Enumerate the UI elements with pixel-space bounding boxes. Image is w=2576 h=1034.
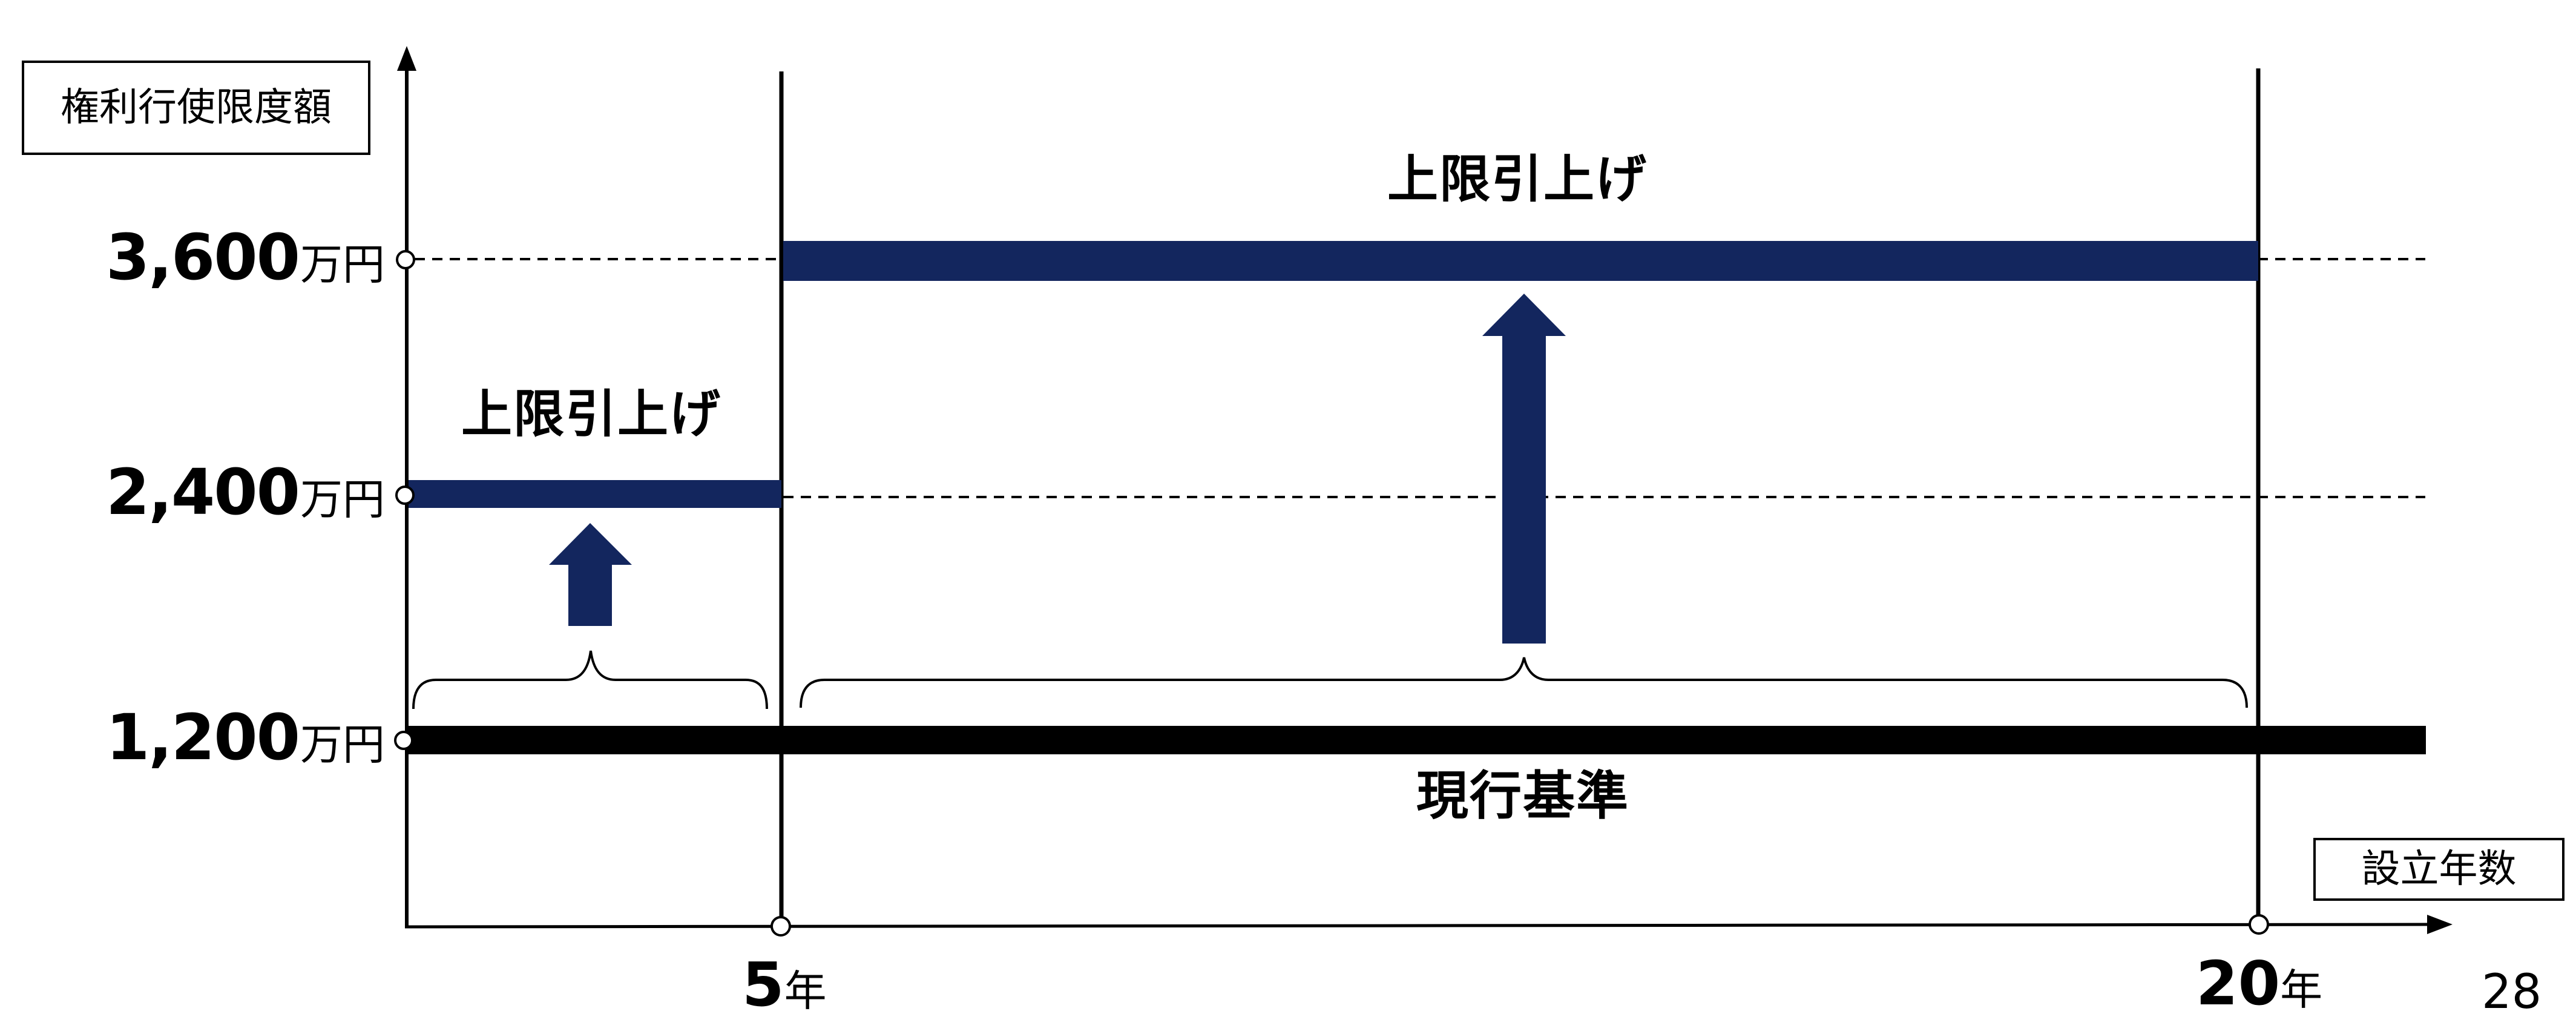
page-number: 28 [2482, 965, 2542, 1019]
raise-label-right: 上限引上げ [1387, 150, 1648, 209]
brace-right-icon [800, 657, 2248, 708]
y-axis-title: 権利行使限度額 [61, 85, 332, 130]
up-arrow-small-icon [549, 523, 632, 626]
current-standard-bar [407, 726, 2426, 754]
brace-left-icon [412, 650, 768, 710]
current-standard-label: 現行基準 [1416, 766, 1629, 826]
tick-circle-1200 [394, 731, 413, 750]
up-arrow-large-icon [1482, 294, 1566, 644]
reference-dashed-lines [415, 258, 2425, 498]
raised-limit-bar-2400 [407, 480, 781, 508]
y-axis-title-box: 権利行使限度額 [22, 61, 370, 155]
y-axis-arrowhead-icon [397, 46, 416, 71]
x-axis-title-box: 設立年数 [2313, 838, 2564, 901]
tick-circle-2400 [395, 486, 415, 505]
x-axis-arrowhead-icon [2427, 915, 2453, 934]
raise-label-left: 上限引上げ [461, 384, 722, 444]
tick-circle-3600 [396, 250, 415, 269]
x-axis-title: 設立年数 [2361, 847, 2517, 892]
x-axis [404, 923, 2428, 929]
tick-circle-5yr [770, 916, 791, 937]
raised-limit-bar-3600 [783, 241, 2258, 281]
tick-circle-20yr [2249, 914, 2269, 935]
